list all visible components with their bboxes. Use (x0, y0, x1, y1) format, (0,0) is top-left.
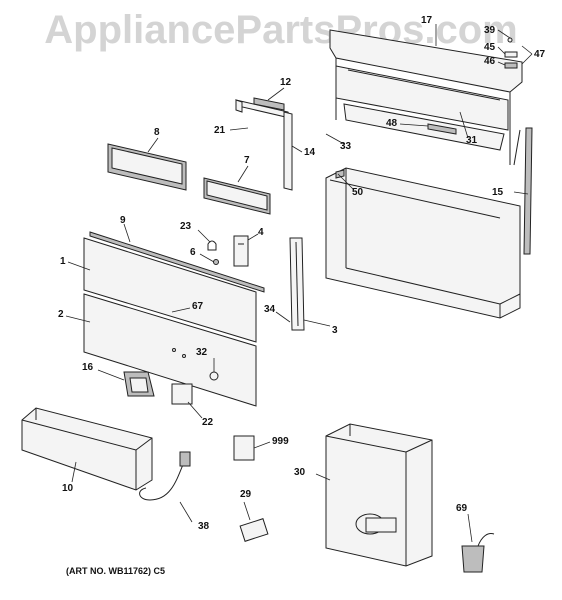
callout-14: 14 (304, 147, 316, 158)
callout-17: 17 (421, 15, 433, 26)
callout-46: 46 (484, 56, 496, 67)
callout-21: 21 (214, 125, 226, 136)
callout-33: 33 (340, 141, 352, 152)
callout-999: 999 (272, 436, 289, 447)
part-instruction-card (233, 435, 255, 461)
callout-22: 22 (202, 417, 214, 428)
callout-50: 50 (352, 187, 364, 198)
part-switch-bracket (233, 235, 249, 267)
part-side-rail (289, 237, 305, 331)
part-power-cord (139, 451, 191, 501)
part-rocker-switch (171, 383, 193, 405)
callout-47: 47 (534, 49, 546, 60)
callout-31: 31 (466, 135, 478, 146)
leader-lines (65, 24, 533, 543)
callout-12: 12 (280, 77, 292, 88)
part-top-cover (329, 29, 523, 166)
part-filter-large (107, 143, 187, 191)
part-bracket-top (235, 97, 293, 191)
callout-67: 67 (192, 301, 204, 312)
callout-39: 39 (484, 25, 496, 36)
callout-7: 7 (244, 155, 250, 166)
part-hardware-kit (504, 37, 518, 69)
callout-29: 29 (240, 489, 252, 500)
part-clip (207, 240, 219, 265)
callout-16: 16 (82, 362, 94, 373)
part-duct (21, 407, 153, 491)
callout-8: 8 (154, 127, 160, 138)
part-side-strip (523, 127, 533, 255)
callout-38: 38 (198, 521, 210, 532)
callout-9: 9 (120, 215, 126, 226)
callout-48: 48 (386, 118, 398, 129)
callout-10: 10 (62, 483, 74, 494)
callout-34: 34 (264, 304, 276, 315)
part-gasket-strip (89, 231, 265, 293)
part-housing (325, 167, 521, 319)
callout-1: 1 (60, 256, 66, 267)
callout-2: 2 (58, 309, 64, 320)
part-blower (325, 423, 433, 567)
callout-4: 4 (258, 227, 264, 238)
watermark-logo: AppliancePartsPros.com (44, 8, 518, 52)
callout-23: 23 (180, 221, 192, 232)
art-number-caption: (ART NO. WB11762) C5 (66, 566, 166, 576)
callout-69: 69 (456, 503, 468, 514)
callout-30: 30 (294, 467, 306, 478)
callout-3: 3 (332, 325, 338, 336)
callout-15: 15 (492, 187, 504, 198)
part-filter-small (203, 177, 271, 215)
part-front-panel (83, 237, 257, 343)
callout-32: 32 (196, 347, 208, 358)
part-capacitor (239, 518, 269, 542)
callout-45: 45 (484, 42, 496, 53)
part-motor-switch (123, 371, 155, 397)
part-control-panel (83, 293, 257, 407)
callout-6: 6 (190, 247, 196, 258)
part-terminal-block (461, 533, 495, 573)
